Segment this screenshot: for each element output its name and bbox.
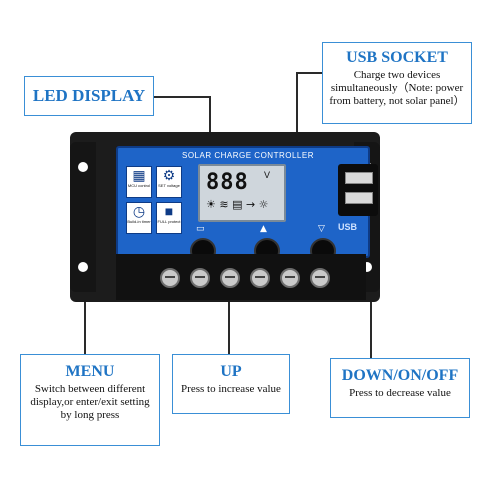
up-arrow-icon: ▲ [260, 224, 267, 234]
menu-symbol-icon: ▭ [196, 224, 205, 234]
gear-icon: ⚙ [162, 167, 176, 183]
panel-title: SOLAR CHARGE CONTROLLER [182, 151, 314, 160]
feature-label: FULL protect [157, 219, 181, 224]
connector-line [209, 96, 211, 162]
mounting-hole [78, 162, 88, 172]
usb-socket [338, 164, 378, 216]
lcd-status-icons: ☀ ≋ ▤ → ☼ [206, 198, 269, 211]
feature-timer: ◷ Build-in timer [126, 202, 152, 234]
feature-label: SET voltage [158, 183, 180, 188]
led-display-callout: LED DISPLAY [24, 76, 154, 116]
menu-title: MENU [65, 363, 115, 380]
solar-charge-controller: SOLAR CHARGE CONTROLLER ▦ MCU control ⚙ … [70, 132, 380, 302]
up-title: UP [220, 363, 242, 380]
terminal-screw [190, 268, 210, 288]
feature-mcu: ▦ MCU control [126, 166, 152, 198]
down-on-off-title: DOWN/ON/OFF [341, 367, 459, 384]
lock-icon: ■ [164, 203, 174, 219]
mounting-hole [362, 262, 372, 272]
connector-line [296, 72, 322, 74]
down-on-off-callout: DOWN/ON/OFF Press to decrease value [330, 358, 470, 418]
connector-line [153, 96, 211, 98]
up-callout: UP Press to increase value [172, 354, 290, 414]
mcu-chip-icon: ▦ [132, 167, 146, 183]
usb-socket-callout: USB SOCKET Charge two devices simultaneo… [322, 42, 472, 124]
terminal-screw [280, 268, 300, 288]
up-description: Press to increase value [181, 383, 281, 395]
lcd-display: 888 V ☀ ≋ ▤ → ☼ [198, 164, 286, 222]
feature-label: MCU control [127, 183, 151, 188]
usb-port [345, 172, 373, 184]
terminal-screw [310, 268, 330, 288]
terminal-screw [220, 268, 240, 288]
mounting-ear-left [70, 142, 96, 292]
led-display-title: LED DISPLAY [32, 86, 146, 105]
terminal-screw [160, 268, 180, 288]
connector-line [296, 72, 298, 168]
feature-label: Build-in timer [127, 219, 151, 224]
terminal-block [116, 254, 366, 300]
mounting-hole [78, 262, 88, 272]
lcd-unit: V [264, 170, 271, 180]
down-on-off-description: Press to decrease value [349, 387, 451, 399]
menu-callout: MENU Switch between different display,or… [20, 354, 160, 446]
lcd-digits: 888 [206, 170, 249, 195]
down-symbol-icon: ▽ [318, 224, 325, 234]
feature-set: ⚙ SET voltage [156, 166, 182, 198]
usb-socket-title: USB SOCKET [346, 49, 448, 66]
clock-icon: ◷ [132, 203, 146, 219]
terminal-screw [250, 268, 270, 288]
usb-label: USB [338, 222, 358, 232]
feature-protect: ■ FULL protect [156, 202, 182, 234]
menu-description: Switch between different display,or ente… [30, 383, 150, 421]
usb-socket-description: Charge two devices simultaneously（Note: … [329, 69, 465, 107]
front-panel: SOLAR CHARGE CONTROLLER ▦ MCU control ⚙ … [116, 146, 378, 264]
usb-port [345, 192, 373, 204]
